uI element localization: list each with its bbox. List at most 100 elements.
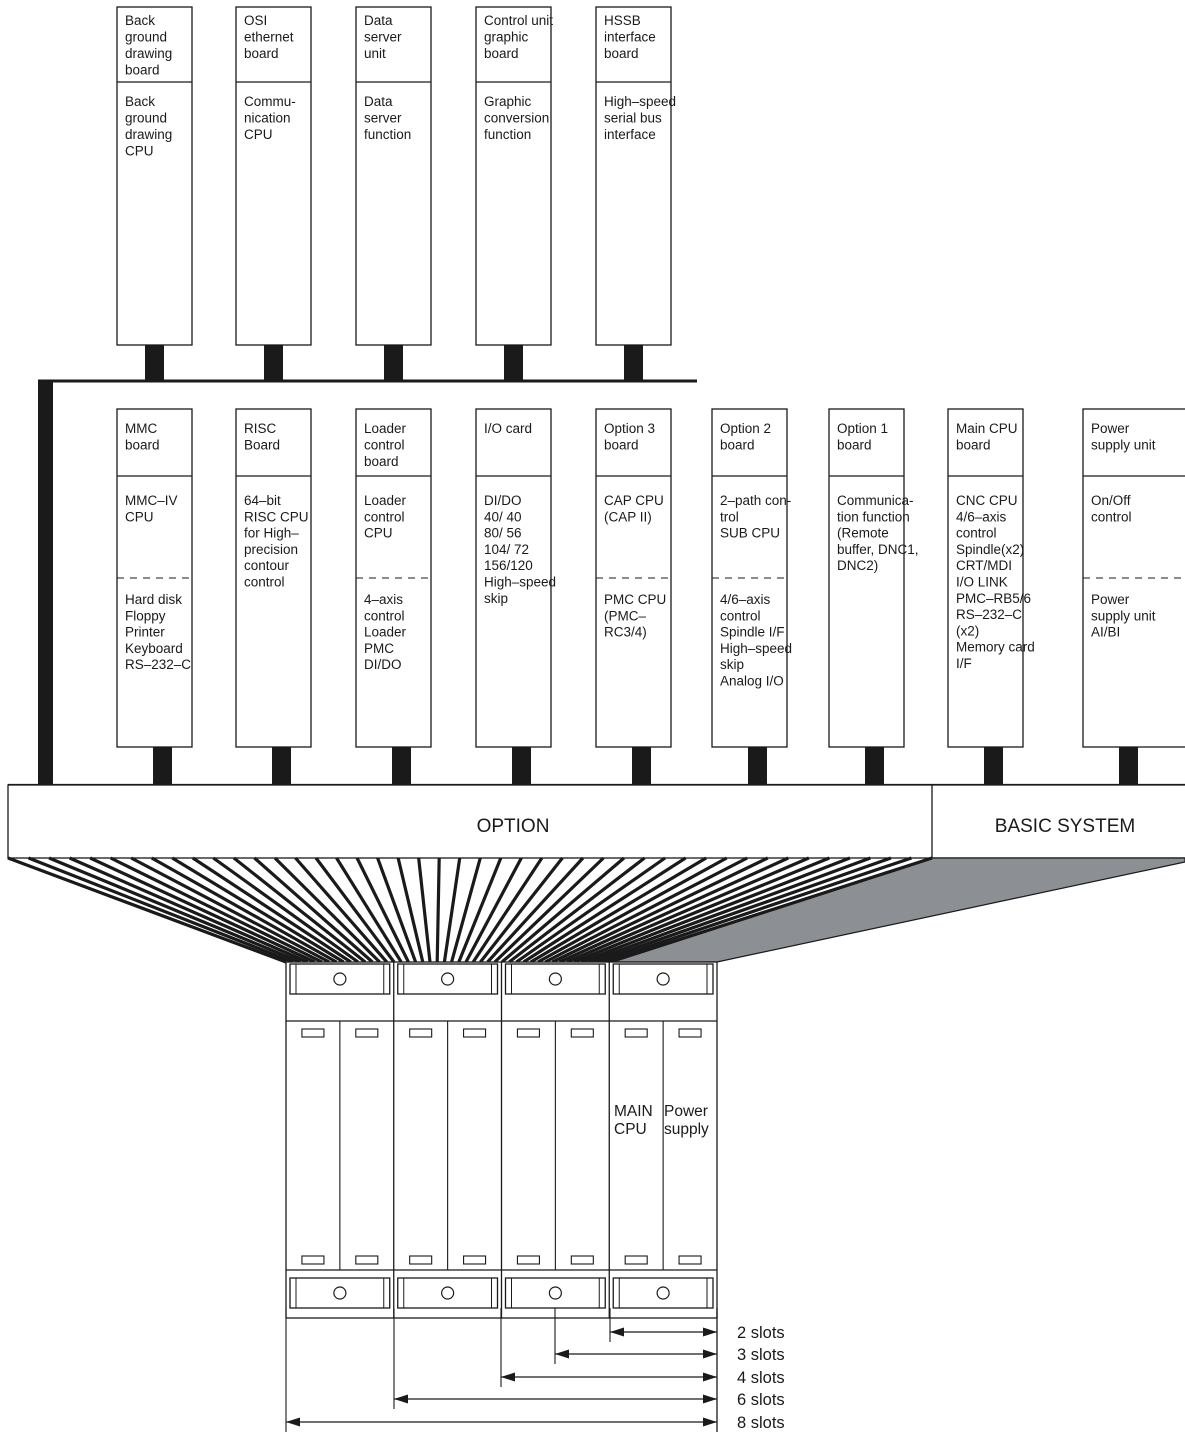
board-function: SUB CPU xyxy=(720,526,780,541)
arrow-head-right xyxy=(703,1394,717,1404)
board-lower-function: control xyxy=(720,608,761,623)
board-outline xyxy=(475,6,552,346)
board-function: 64–bit xyxy=(244,493,281,508)
fan-hatch-line xyxy=(109,856,323,964)
mounting-hole xyxy=(656,972,670,986)
arrow-head-right xyxy=(703,1327,717,1337)
fan-hatch-line xyxy=(150,856,338,964)
fan-hatch-line xyxy=(48,856,302,964)
fan-hatch-line xyxy=(479,857,564,963)
board-connector xyxy=(748,747,767,785)
card-latch xyxy=(355,1028,379,1038)
board-function: trol xyxy=(720,509,739,524)
board-lower-function: 4–axis xyxy=(364,592,403,607)
board-title: HSSB xyxy=(604,13,641,28)
board-connector xyxy=(865,747,884,785)
board-title: RISC xyxy=(244,421,277,436)
board-title: control xyxy=(364,438,405,453)
card-latch xyxy=(570,1255,594,1265)
board-title: Option 3 xyxy=(604,421,655,436)
board-function: 80/ 56 xyxy=(484,526,522,541)
board-lower-function: Keyboard xyxy=(125,641,183,656)
card-latch xyxy=(516,1255,540,1265)
slot-count-label: 3 slots xyxy=(737,1346,785,1364)
board-connector xyxy=(392,747,411,785)
top-boards: BackgrounddrawingboardBackgrounddrawingC… xyxy=(116,6,676,381)
fan-hatch-line xyxy=(27,856,294,964)
board-connector xyxy=(1119,747,1138,785)
card-latch xyxy=(355,1255,379,1265)
card-latch xyxy=(624,1255,648,1265)
board-lower-function: (PMC– xyxy=(604,608,646,623)
board-title: Control unit xyxy=(484,13,553,28)
board-title: Loader xyxy=(364,421,407,436)
fan-hatch-line xyxy=(573,856,830,964)
board-lower-function: High–speed xyxy=(720,641,792,656)
board-function: function xyxy=(364,127,411,142)
board-outline xyxy=(711,408,788,748)
bus-to-rack-expansion xyxy=(7,856,1185,964)
board-title: board xyxy=(720,438,755,453)
board-title: I/O card xyxy=(484,421,532,436)
board-outline xyxy=(828,408,905,748)
board-function: conversion xyxy=(484,111,549,126)
board-title: board xyxy=(604,46,639,61)
card-latch xyxy=(570,1028,594,1038)
main-cpu-slot-label: CPU xyxy=(614,1121,647,1138)
board-function: Data xyxy=(364,94,393,109)
board-outline xyxy=(355,6,432,346)
board-outline xyxy=(235,408,312,748)
board-function: 104/ 72 xyxy=(484,542,529,557)
board-title: Main CPU xyxy=(956,421,1018,436)
board-function: CRT/MDI xyxy=(956,558,1012,573)
board-function: DNC2) xyxy=(837,558,878,573)
board-function: (CAP II) xyxy=(604,509,652,524)
board-outline xyxy=(947,408,1024,748)
board-function: CNC CPU xyxy=(956,493,1018,508)
board-function: ground xyxy=(125,111,167,126)
board-connector xyxy=(145,345,164,381)
board-function: I/F xyxy=(956,656,972,671)
board-lower-function: supply unit xyxy=(1091,608,1156,623)
board-function: skip xyxy=(484,591,508,606)
board-lower-function: RC3/4) xyxy=(604,625,647,640)
fan-hatch-line xyxy=(537,856,728,964)
board-title: unit xyxy=(364,46,386,61)
board-function: 4/6–axis xyxy=(956,509,1007,524)
arrow-head-left xyxy=(394,1394,408,1404)
board-function: Commu- xyxy=(244,94,296,109)
board-function: tion function xyxy=(837,509,910,524)
board-function: buffer, DNC1, xyxy=(837,542,919,557)
board-outline xyxy=(116,6,193,346)
board-title: server xyxy=(364,30,402,45)
fan-hatch-line xyxy=(450,857,482,963)
board-function: control xyxy=(364,509,405,524)
fan-hatch-line xyxy=(595,856,892,964)
board-title: Board xyxy=(244,438,280,453)
board-title: ground xyxy=(125,30,167,45)
board-function: Memory card xyxy=(956,640,1035,655)
board-connector xyxy=(384,345,403,381)
fan-hatch-line xyxy=(522,856,687,964)
fan-hatch-line xyxy=(376,857,418,963)
board-function: server xyxy=(364,111,402,126)
board-title: board xyxy=(837,438,872,453)
arrow-head-right xyxy=(703,1349,717,1359)
fan-hatch-line xyxy=(171,856,345,964)
board-title: board xyxy=(125,438,160,453)
board-lower-function: PMC xyxy=(364,641,394,656)
fan-hatch-line xyxy=(566,856,810,964)
fan-hatch-line xyxy=(435,857,441,963)
board-title: MMC xyxy=(125,421,157,436)
board-lower-function: DI/DO xyxy=(364,657,402,672)
fan-hatch-line xyxy=(529,856,707,964)
card-latch xyxy=(678,1028,702,1038)
board-outline xyxy=(235,6,312,346)
fan-hatch-line xyxy=(486,856,585,964)
board-title: board xyxy=(956,438,991,453)
